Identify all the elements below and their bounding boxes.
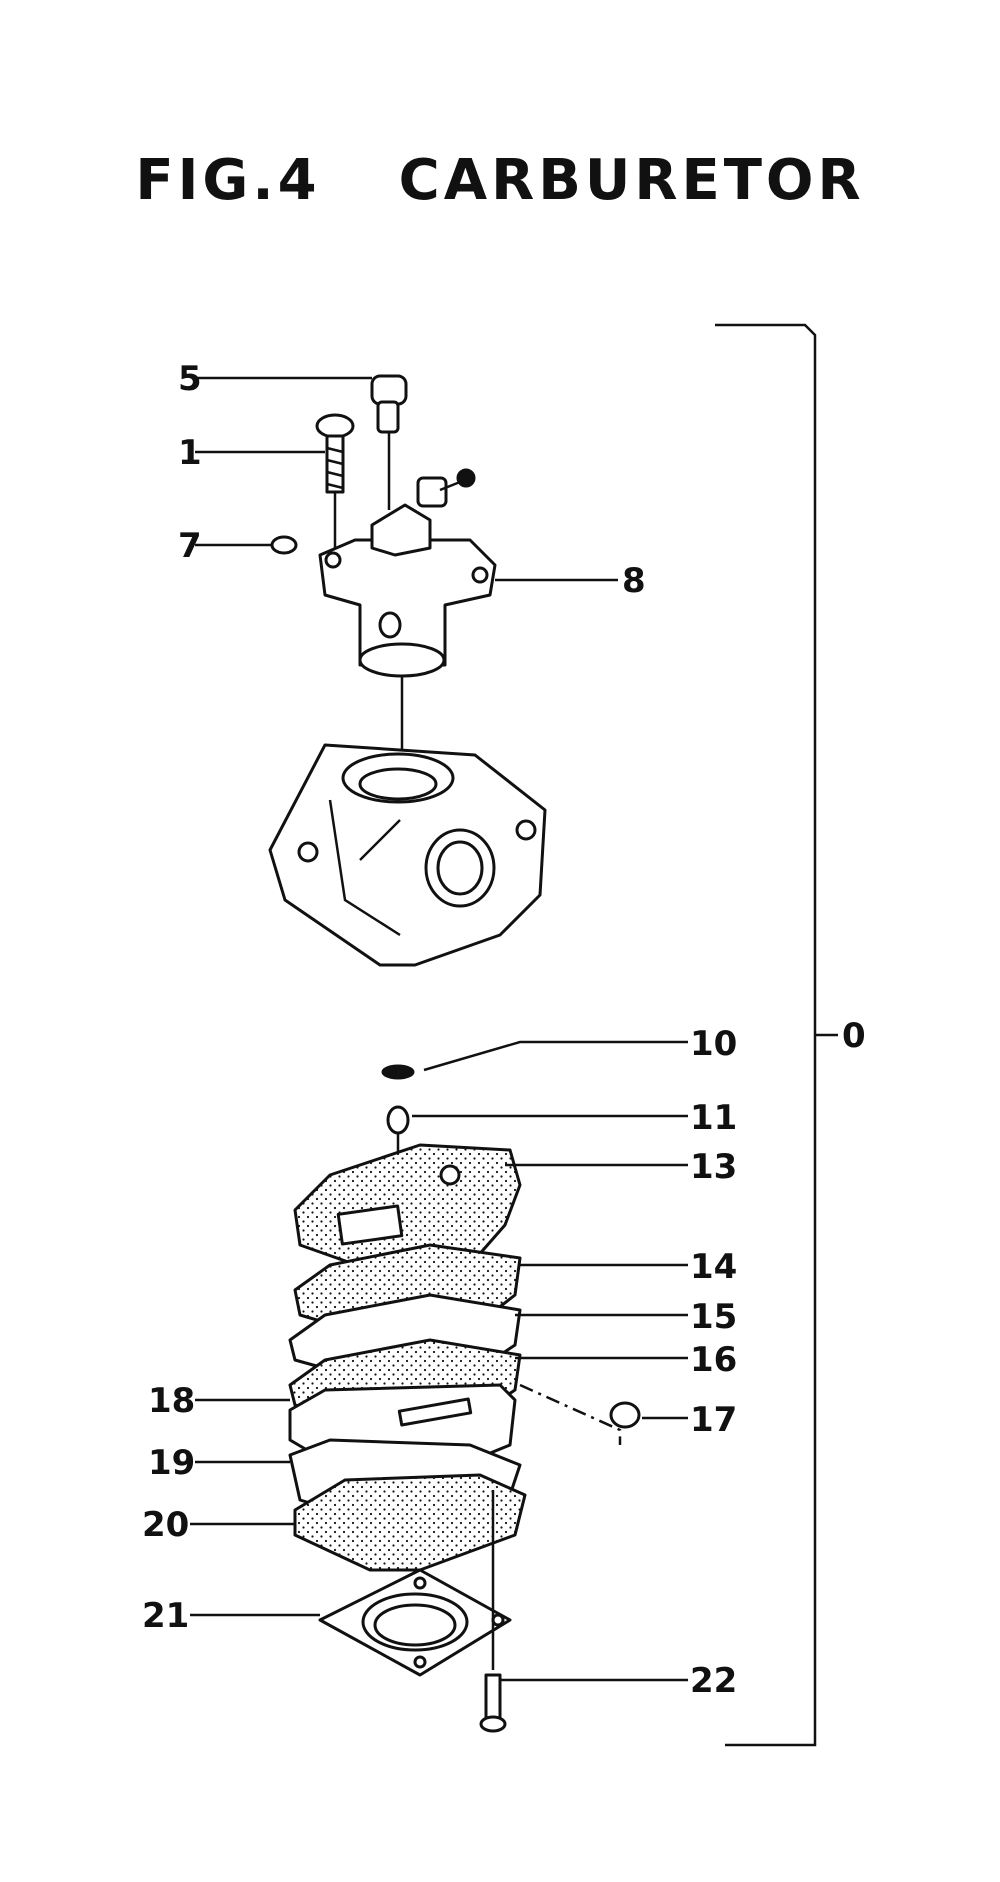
carburetor-body	[268, 743, 547, 967]
figure-number: FIG.4	[135, 148, 321, 213]
part-8-throttle-body	[318, 468, 618, 780]
callout-16: 16	[690, 1340, 737, 1380]
callout-20: 20	[142, 1505, 189, 1545]
part-17-plug	[519, 1383, 688, 1445]
assembly-bracket	[715, 323, 838, 1747]
callout-19: 19	[148, 1443, 195, 1483]
callout-14: 14	[690, 1247, 737, 1287]
part-22-screw	[479, 1490, 688, 1733]
callout-labels: 5 1 7 8 10 11 13 14 15 16 17 18 19 20 21…	[142, 359, 866, 1701]
callout-11: 11	[690, 1098, 737, 1138]
part-13-gasket	[293, 1143, 688, 1277]
callout-15: 15	[690, 1297, 737, 1337]
callout-5: 5	[178, 359, 202, 399]
part-21-cover	[190, 1568, 512, 1677]
callout-13: 13	[690, 1147, 737, 1187]
callout-10: 10	[690, 1024, 737, 1064]
callout-0: 0	[842, 1016, 866, 1056]
callout-8: 8	[622, 561, 646, 601]
callout-7: 7	[178, 526, 202, 566]
callout-21: 21	[142, 1596, 189, 1636]
part-10-disc	[381, 1040, 688, 1080]
callout-18: 18	[148, 1381, 195, 1421]
callout-22: 22	[690, 1661, 737, 1701]
callout-17: 17	[690, 1400, 737, 1440]
part-5-adjust-screw	[195, 374, 408, 510]
figure-name: CARBURETOR	[398, 148, 865, 213]
callout-1: 1	[178, 433, 202, 473]
part-20-diaphragm	[190, 1473, 527, 1572]
part-1-screw	[195, 413, 355, 555]
part-7-nut	[195, 535, 298, 555]
figure-title: FIG.4 CARBURETOR	[0, 148, 1000, 213]
